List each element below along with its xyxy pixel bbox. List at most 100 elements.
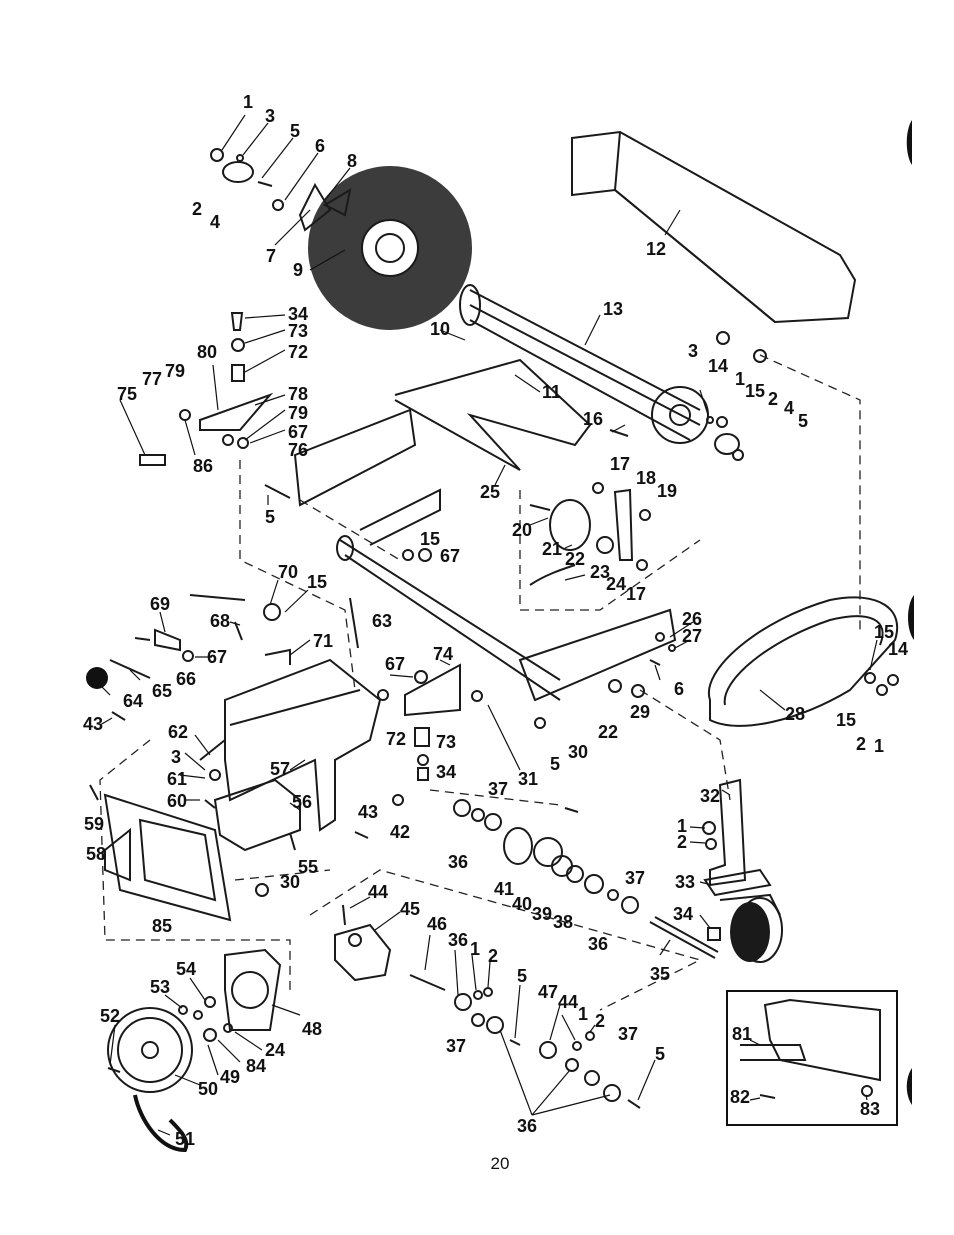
page-number: 20 <box>490 1154 510 1173</box>
callout-52: 52 <box>100 1006 120 1026</box>
callout-85: 85 <box>152 916 172 936</box>
gear-box-56 <box>213 778 301 852</box>
callout-45: 45 <box>400 899 420 919</box>
bracket-85 <box>103 793 232 922</box>
callout-82: 82 <box>730 1087 750 1107</box>
callout-64: 64 <box>123 691 143 711</box>
callout-leader-lines <box>99 114 878 1136</box>
callout-39: 39 <box>532 904 552 924</box>
callout-1d: 1 <box>677 816 687 836</box>
callout-70: 70 <box>278 562 298 582</box>
callout-24: 24 <box>606 574 626 594</box>
callout-3b: 3 <box>688 341 698 361</box>
callout-13: 13 <box>603 299 623 319</box>
brush-wheel-9 <box>308 166 472 330</box>
callout-37d: 37 <box>446 1036 466 1056</box>
callout-75: 75 <box>117 384 137 404</box>
callout-7: 7 <box>266 246 276 266</box>
callout-15b: 15 <box>420 529 440 549</box>
callout-4: 4 <box>210 212 220 232</box>
callout-2f: 2 <box>595 1011 605 1031</box>
callout-6b: 6 <box>674 679 684 699</box>
callout-37b: 37 <box>625 868 645 888</box>
pulley-50 <box>107 1007 193 1093</box>
callout-38: 38 <box>553 912 573 932</box>
callout-73b: 73 <box>436 732 456 752</box>
callout-43b: 43 <box>358 802 378 822</box>
callout-9: 9 <box>293 260 303 280</box>
callout-29: 29 <box>630 702 650 722</box>
callout-43: 43 <box>83 714 103 734</box>
callout-60: 60 <box>167 791 187 811</box>
callout-labels: 1 3 5 6 8 2 4 7 9 12 13 10 11 34 73 72 8… <box>83 92 908 1149</box>
callout-1e: 1 <box>470 939 480 959</box>
callout-35: 35 <box>650 964 670 984</box>
callout-5f: 5 <box>655 1044 665 1064</box>
callout-5c: 5 <box>265 507 275 527</box>
callout-15d: 15 <box>874 622 894 642</box>
callout-36: 36 <box>448 852 468 872</box>
callout-81: 81 <box>732 1024 752 1044</box>
hardware-items <box>89 148 899 1109</box>
callout-26: 26 <box>682 609 702 629</box>
callout-73: 73 <box>288 321 308 341</box>
callout-46: 46 <box>427 914 447 934</box>
hood-cover-12 <box>571 130 857 324</box>
callout-57: 57 <box>270 759 290 779</box>
callout-79b: 79 <box>288 403 308 423</box>
callout-76: 76 <box>288 440 308 460</box>
deflector-plate-25 <box>394 358 592 471</box>
callout-44: 44 <box>368 882 388 902</box>
callout-67: 67 <box>288 422 308 442</box>
callout-8: 8 <box>347 151 357 171</box>
callout-74: 74 <box>433 644 453 664</box>
callout-34: 34 <box>288 304 308 324</box>
callout-15c: 15 <box>307 572 327 592</box>
callout-1: 1 <box>243 92 253 112</box>
callout-19: 19 <box>657 481 677 501</box>
callout-22b: 22 <box>598 722 618 742</box>
callout-3c: 3 <box>171 747 181 767</box>
callout-10: 10 <box>430 319 450 339</box>
callout-36d: 36 <box>517 1116 537 1136</box>
callout-12: 12 <box>646 239 666 259</box>
callout-44b: 44 <box>558 992 578 1012</box>
callout-1f: 1 <box>578 1004 588 1024</box>
callout-40: 40 <box>512 894 532 914</box>
callout-62: 62 <box>168 722 188 742</box>
callout-2d: 2 <box>677 832 687 852</box>
callout-6: 6 <box>315 136 325 156</box>
side-plate-76 <box>293 408 417 507</box>
callout-11: 11 <box>542 382 561 402</box>
callout-67b: 67 <box>440 546 460 566</box>
callout-86: 86 <box>193 456 213 476</box>
belt-guard-28 <box>707 596 899 727</box>
callout-16: 16 <box>583 409 603 429</box>
callout-61: 61 <box>167 769 187 789</box>
callout-17: 17 <box>610 454 630 474</box>
callout-17b: 17 <box>626 584 646 604</box>
callout-2b: 2 <box>768 389 778 409</box>
callout-66: 66 <box>176 669 196 689</box>
callout-58: 58 <box>86 844 106 864</box>
callout-67d: 67 <box>385 654 405 674</box>
callout-5d: 5 <box>550 754 560 774</box>
callout-34c: 34 <box>673 904 693 924</box>
callout-25: 25 <box>480 482 500 502</box>
callout-67c: 67 <box>207 647 227 667</box>
callout-1b: 1 <box>735 369 745 389</box>
callout-77: 77 <box>142 369 162 389</box>
callout-34b: 34 <box>436 762 456 782</box>
knob-64 <box>86 667 108 689</box>
callout-30: 30 <box>568 742 588 762</box>
callout-21: 21 <box>542 539 562 559</box>
callout-14: 14 <box>708 356 728 376</box>
callout-56: 56 <box>292 792 312 812</box>
shaft-46 <box>409 974 446 991</box>
callout-15: 15 <box>745 381 765 401</box>
callout-80: 80 <box>197 342 217 362</box>
belt-51 <box>133 1094 189 1153</box>
callout-55: 55 <box>298 857 318 877</box>
callout-2e: 2 <box>488 946 498 966</box>
